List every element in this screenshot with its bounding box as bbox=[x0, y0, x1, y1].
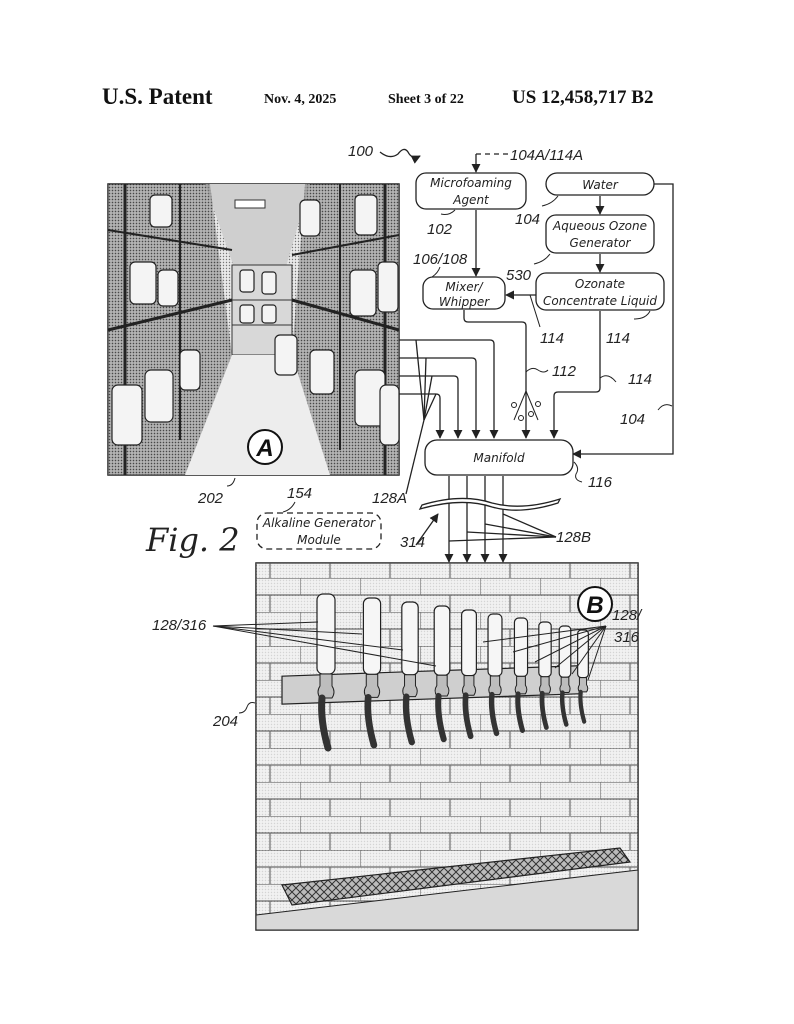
beer-tap bbox=[401, 601, 419, 746]
svg-text:Agent: Agent bbox=[452, 193, 490, 207]
tap-spout bbox=[402, 693, 416, 746]
panel-a-marker bbox=[247, 429, 283, 465]
tap-spout bbox=[462, 692, 474, 740]
foam-bubbles-icon bbox=[511, 390, 541, 421]
ref-128-316-right-2: 316 bbox=[614, 629, 640, 646]
svg-text:Manifold: Manifold bbox=[473, 451, 525, 465]
panel-b-letter: B bbox=[586, 592, 603, 619]
microfoaming-agent-box: Microfoaming Agent bbox=[415, 172, 527, 210]
beer-tap bbox=[513, 617, 529, 733]
ref-530: 530 bbox=[506, 267, 532, 284]
ref-114-a: 114 bbox=[540, 330, 564, 347]
tap-callouts-left bbox=[212, 621, 437, 667]
ozonate-concentrate-box: Ozonate Concentrate Liquid bbox=[535, 272, 665, 311]
panel-b-marker bbox=[577, 586, 613, 622]
ref-202: 202 bbox=[197, 490, 224, 507]
ref-112: 112 bbox=[552, 363, 577, 380]
panel-a-letter: A bbox=[255, 435, 273, 462]
keg-lines-128a bbox=[399, 339, 499, 495]
tap-handle bbox=[487, 613, 503, 677]
patent-date: Nov. 4, 2025 bbox=[264, 92, 337, 107]
svg-text:Alkaline Generator: Alkaline Generator bbox=[262, 516, 376, 530]
beer-tap bbox=[433, 605, 451, 743]
ozonate-line-114 bbox=[549, 311, 601, 439]
svg-text:Microfoaming: Microfoaming bbox=[430, 176, 512, 190]
beer-tap bbox=[487, 613, 503, 737]
beer-tap bbox=[316, 593, 336, 752]
tap-spout bbox=[435, 692, 447, 743]
beer-tap bbox=[577, 629, 589, 724]
tap-spout bbox=[515, 691, 526, 733]
tap-handle bbox=[401, 601, 419, 676]
water-box: Water bbox=[545, 172, 655, 196]
tap-handle bbox=[316, 593, 336, 675]
tap-handle bbox=[513, 617, 529, 678]
ref-104-line: 104 bbox=[620, 411, 645, 428]
line-break-symbol-314 bbox=[418, 497, 562, 511]
panel-a-keg-storage: A bbox=[107, 183, 400, 476]
tap-spout bbox=[578, 689, 587, 724]
ref-314: 314 bbox=[400, 534, 425, 551]
ref-114-b: 114 bbox=[606, 330, 630, 347]
ref-128-316-left: 128/316 bbox=[152, 617, 207, 634]
ref-100-leader bbox=[379, 148, 421, 164]
beer-tap bbox=[461, 609, 477, 740]
tap-spout bbox=[559, 690, 569, 727]
svg-text:Module: Module bbox=[297, 533, 341, 547]
foam-line-112 bbox=[463, 310, 531, 439]
svg-text:Generator: Generator bbox=[570, 236, 632, 250]
ref-128a: 128A bbox=[372, 490, 407, 507]
water-line-104 bbox=[572, 183, 674, 459]
beer-tap bbox=[538, 621, 552, 730]
svg-text:Ozonate: Ozonate bbox=[575, 277, 625, 291]
tap-callouts-right bbox=[482, 625, 607, 681]
ref-102: 102 bbox=[427, 221, 453, 238]
ref-100: 100 bbox=[348, 143, 374, 160]
beer-tap bbox=[558, 625, 572, 727]
ref-204: 204 bbox=[212, 713, 238, 730]
ref-114-c: 114 bbox=[628, 371, 652, 388]
tap-spout bbox=[364, 693, 378, 749]
tap-spout bbox=[318, 694, 332, 752]
manifold-box: Manifold bbox=[424, 439, 574, 476]
svg-text:Mixer/: Mixer/ bbox=[445, 280, 484, 294]
tap-handle bbox=[538, 621, 552, 678]
svg-text:Whipper: Whipper bbox=[439, 295, 490, 309]
aqueous-ozone-generator-box: Aqueous Ozone Generator bbox=[545, 214, 655, 254]
tap-handle bbox=[433, 605, 451, 676]
sheet-number: Sheet 3 of 22 bbox=[388, 92, 464, 107]
svg-text:Aqueous Ozone: Aqueous Ozone bbox=[552, 219, 647, 233]
tap-handle bbox=[558, 625, 572, 678]
figure-label: Fig. 2 bbox=[145, 521, 240, 559]
ref-104-water: 104 bbox=[515, 211, 540, 228]
beer-taps bbox=[316, 593, 589, 752]
svg-text:Water: Water bbox=[582, 178, 619, 192]
ref-154: 154 bbox=[287, 485, 312, 502]
tap-handle bbox=[362, 597, 382, 676]
tap-spout bbox=[539, 690, 549, 730]
tap-spout bbox=[488, 691, 500, 737]
ref-116: 116 bbox=[588, 474, 613, 491]
ref-128-316-right-1: 128/ bbox=[612, 607, 643, 624]
tap-handle bbox=[461, 609, 477, 677]
svg-text:Concentrate Liquid: Concentrate Liquid bbox=[543, 294, 657, 308]
patent-header-title: U.S. Patent bbox=[102, 84, 213, 109]
mixer-whipper-box: Mixer/ Whipper bbox=[422, 276, 506, 310]
ref-104a-114a: 104A/114A bbox=[510, 147, 583, 164]
alkaline-generator-module-box: Alkaline Generator Module bbox=[256, 512, 382, 550]
ref-106-108: 106/108 bbox=[413, 251, 468, 268]
patent-number: US 12,458,717 B2 bbox=[512, 87, 654, 108]
ref-128b: 128B bbox=[556, 529, 591, 546]
tap-lines-128b bbox=[444, 476, 557, 563]
